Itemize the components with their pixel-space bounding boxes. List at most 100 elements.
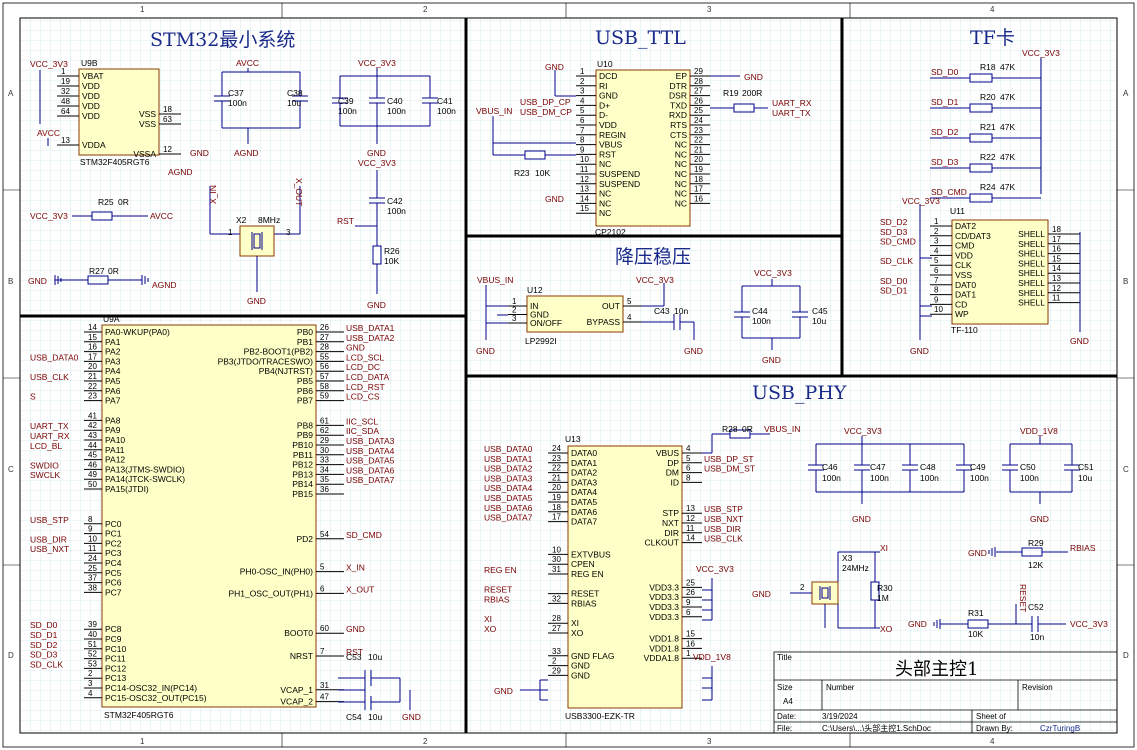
u10-left-14-num: 15	[580, 204, 589, 213]
u9a-right-12-net: USB_DATA5	[346, 456, 395, 466]
u9a-right-3-name: PB3(JTDO/TRACESWO)	[218, 356, 314, 366]
u12-left-1-name: GND	[530, 310, 549, 320]
u9a-right-20-name: NRST	[290, 651, 313, 661]
u12-right-0-num: 5	[627, 297, 632, 306]
u13-right-2-name: DM	[666, 468, 679, 478]
u9a-left-28-num: 53	[88, 659, 97, 668]
u13-right-8-name: VDD3.3	[649, 582, 679, 592]
u10-right-8-num: 21	[694, 145, 703, 154]
x2-xout-net: X_OUT	[294, 178, 304, 206]
u9a-left-25-num: 40	[88, 630, 97, 639]
u10-left-2-num: 3	[580, 87, 585, 96]
u9a-left-9-name: PA9	[105, 425, 121, 435]
tb-size-label: Size	[777, 683, 793, 692]
u9a-right-10-name: PB10	[292, 440, 313, 450]
u9a-left-18-num: 10	[88, 534, 97, 543]
c40-val: 100n	[387, 106, 406, 116]
u13-right-12-name: VDD1.8	[649, 634, 679, 644]
coord-row-a: A	[8, 89, 14, 98]
u9a-left-19-name: PC3	[105, 548, 122, 558]
u10-right-2-num: 27	[694, 87, 703, 96]
u9b-left-5-name: VDDA	[82, 140, 106, 150]
u11-right-3-num: 15	[1052, 254, 1061, 263]
u9a-left-6-name: PA6	[105, 386, 121, 396]
u9b-right-0-name: VSS	[139, 109, 156, 119]
coord-markers: 1 2 3 4 1 2 3 4 A B C D A B C D	[3, 3, 1134, 747]
u13-right-6-name: DIR	[664, 528, 679, 538]
u13-left-1-num: 23	[552, 454, 561, 463]
u9a-right-6-net: LCD_RST	[346, 382, 385, 392]
u10-left-1-num: 2	[580, 77, 585, 86]
u13-right-11-name: VDD3.3	[649, 612, 679, 622]
u10-right-1-num: 28	[694, 77, 703, 86]
c39-val: 100n	[338, 106, 357, 116]
u13-left-15-num: 27	[552, 624, 561, 633]
u9a-left-27-name: PC11	[105, 654, 126, 664]
u9a-right-11-net: USB_DATA4	[346, 446, 395, 456]
u13-left-18-num: 29	[552, 666, 561, 675]
u13-left-15-name: XO	[571, 628, 584, 638]
u10-right-10-num: 19	[694, 165, 703, 174]
u9b-right-2-name: VSSA	[133, 149, 156, 159]
u9a-right-14-name: PB14	[292, 479, 313, 489]
c50-val: 100n	[1020, 473, 1039, 483]
u13-ref: U13	[565, 434, 581, 444]
r31-gnd-label: GND	[908, 619, 927, 629]
tb-drawn-by: CzrTuringB	[1040, 724, 1080, 733]
u9a-left-0-num: 14	[88, 323, 97, 332]
c45-val: 10u	[812, 316, 826, 326]
u13-right-0-name: VBUS	[656, 448, 679, 458]
tf-pullup-ref-3: R22	[980, 152, 996, 162]
u9a-right-16-num: 54	[320, 530, 329, 539]
coord-row-c: C	[8, 465, 14, 474]
u11-left-7-num: 8	[934, 286, 939, 295]
u9a-left-5-num: 21	[88, 372, 97, 381]
u11-right-0-num: 18	[1052, 225, 1061, 234]
u13-right-1-net: USB_DP_ST	[704, 454, 754, 464]
u9a-right-1-num: 27	[320, 333, 329, 342]
avcc-agnd-label: AGND	[234, 148, 259, 158]
u13-right-11-num: 6	[686, 608, 691, 617]
u9b-left-2-name: VDD	[82, 91, 100, 101]
u9a-right-5-name: PB5	[297, 376, 313, 386]
phy-gnd-2: GND	[1030, 514, 1049, 524]
u11-right-5-name: SHELL	[1018, 278, 1045, 288]
x3-gnd-label: GND	[752, 589, 771, 599]
u9a-right-22-name: VCAP_2	[280, 697, 313, 707]
c50-ref: C50	[1020, 462, 1036, 472]
u13-left-4-net: USB_DATA4	[484, 483, 533, 493]
r29-ref: R29	[1028, 538, 1044, 548]
u9a-left-9-num: 42	[88, 421, 97, 430]
u12-left-1-num: 2	[512, 306, 517, 315]
u9b-left-0-num: 1	[61, 67, 66, 76]
u10-right-12-name: NC	[675, 189, 687, 199]
